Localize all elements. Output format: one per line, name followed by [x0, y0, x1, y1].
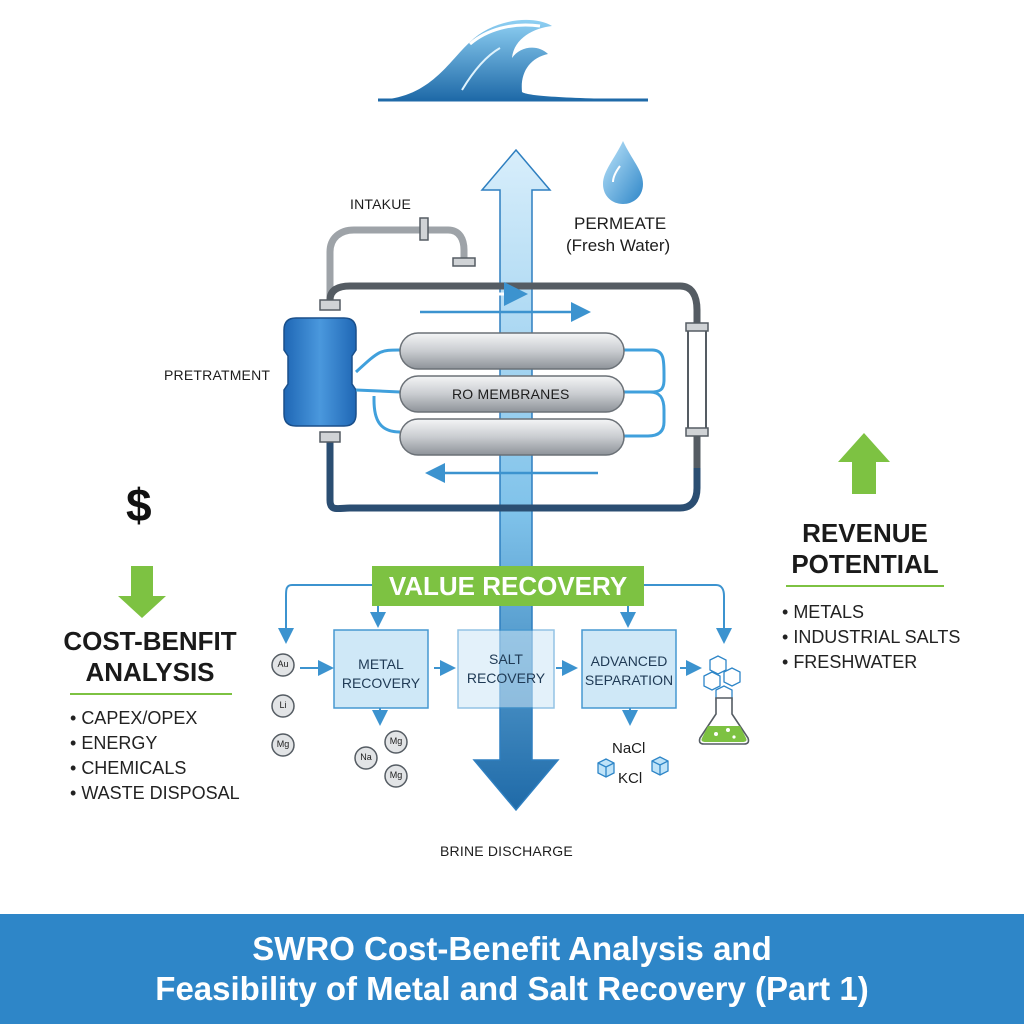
- value-recovery-banner: [372, 566, 644, 606]
- pretreatment-tank: [283, 299, 357, 443]
- revenue-item-freshwater: FRESHWATER: [782, 650, 960, 675]
- value-recovery-distribution: [278, 584, 732, 726]
- salt-recovery-line2: RECOVERY: [466, 670, 546, 686]
- element-coins: [271, 653, 408, 788]
- intake-label: INTAKUE: [350, 196, 412, 212]
- membrane-flow-lines: [354, 348, 666, 438]
- footer-title-line2: Feasibility of Metal and Salt Recovery (…: [155, 970, 869, 1007]
- ocean-wave-icon: [378, 19, 648, 102]
- revenue-list: METALS INDUSTRIAL SALTS FRESHWATER: [782, 600, 960, 675]
- cost-item-chemicals: CHEMICALS: [70, 756, 240, 781]
- revenue-heading: REVENUE POTENTIAL: [770, 518, 960, 580]
- permeate-valve: [685, 322, 709, 437]
- intake-pipe: [326, 217, 476, 305]
- advanced-separation-line1: ADVANCED: [590, 653, 668, 669]
- metal-recovery-line1: METAL: [358, 656, 404, 672]
- cost-heading-line2: ANALYSIS: [85, 657, 215, 687]
- ro-membrane-cylinders: [399, 332, 625, 456]
- salt-crystal-icons: [597, 756, 669, 778]
- nacl-label: NaCl: [612, 740, 646, 757]
- cost-item-waste: WASTE DISPOSAL: [70, 781, 239, 806]
- water-drop-icon: [603, 141, 643, 204]
- dollar-icon: $: [126, 479, 152, 531]
- kcl-label: KCl: [618, 770, 643, 787]
- brine-pipe-loop: [326, 440, 701, 513]
- revenue-heading-line2: POTENTIAL: [791, 549, 939, 579]
- advanced-separation-line2: SEPARATION: [584, 672, 674, 688]
- pretreatment-label: PRETRATMENT: [164, 367, 271, 383]
- revenue-up-arrow: [838, 433, 890, 494]
- cost-down-arrow: [118, 566, 166, 618]
- permeate-sublabel: (Fresh Water): [566, 236, 671, 255]
- revenue-item-salts: INDUSTRIAL SALTS: [782, 625, 960, 650]
- ro-membranes-label: RO MEMBRANES: [452, 386, 570, 402]
- brine-discharge-label: BRINE DISCHARGE: [440, 843, 573, 859]
- salt-recovery-box: SALT RECOVERY: [458, 650, 554, 688]
- footer-title-line1: SWRO Cost-Benefit Analysis and: [252, 930, 772, 967]
- element-mg-3: Mg: [389, 770, 403, 780]
- permeate-label: PERMEATE: [574, 214, 667, 233]
- element-li: Li: [279, 700, 287, 710]
- flow-direction-arrows: [420, 302, 598, 483]
- footer-banner: SWRO Cost-Benefit Analysis and Feasibili…: [0, 914, 1024, 1024]
- cost-heading-line1: COST-BENFIT: [63, 626, 237, 656]
- metal-recovery-line2: RECOVERY: [341, 675, 421, 691]
- element-mg: Mg: [276, 739, 290, 749]
- advanced-separation-box: ADVANCED SEPARATION: [582, 652, 676, 690]
- cost-list: CAPEX/OPEX ENERGY CHEMICALS WASTE DISPOS…: [70, 706, 240, 806]
- element-na: Na: [360, 752, 372, 762]
- main-flow-arrow: [472, 148, 560, 812]
- element-mg-2: Mg: [389, 736, 403, 746]
- flask-icon: [698, 655, 750, 745]
- salt-recovery-line1: SALT: [489, 651, 523, 667]
- element-au: Au: [277, 659, 289, 669]
- cost-heading: COST-BENFIT ANALYSIS: [40, 626, 260, 688]
- revenue-item-metals: METALS: [782, 600, 960, 625]
- metal-recovery-box: METAL RECOVERY: [334, 655, 428, 693]
- cost-item-capex: CAPEX/OPEX: [70, 706, 240, 731]
- cost-item-energy: ENERGY: [70, 731, 240, 756]
- recovery-boxes: [333, 629, 677, 709]
- value-recovery-label: VALUE RECOVERY: [388, 571, 628, 601]
- revenue-heading-line1: REVENUE: [802, 518, 928, 548]
